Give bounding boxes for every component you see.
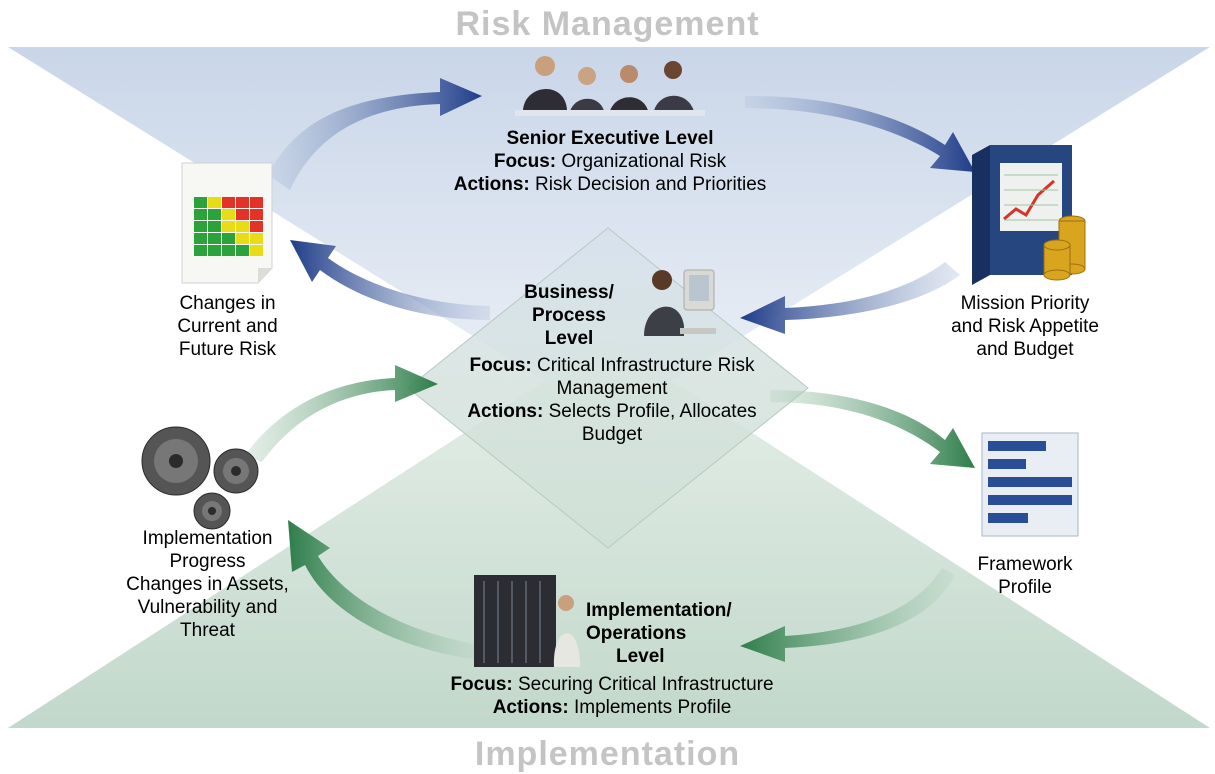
risk-management-title: Risk Management (455, 5, 760, 43)
arrow-business-to-framework (770, 390, 975, 468)
framework-line2: Profile (998, 577, 1052, 598)
business-focus-line2: Management (556, 378, 668, 399)
senior-heading: Senior Executive Level (506, 128, 714, 149)
impl-actions-text: Implements Profile (573, 697, 732, 718)
framework-profile-icon (981, 432, 1079, 537)
business-heading: Business/ Process Level (504, 281, 634, 350)
business-heading-line3: Level (544, 328, 594, 349)
arrow-mission-to-business (740, 262, 960, 334)
executives-group-icon (515, 56, 705, 116)
changes-risk-line2: Current and (177, 316, 278, 337)
senior-actions-text: Risk Decision and Priorities (535, 174, 767, 195)
impl-progress-line4: Vulnerability and (137, 597, 278, 618)
mission-line2: and Risk Appetite (951, 316, 1099, 337)
impl-focus-label: Focus: (450, 674, 513, 695)
framework-label: Framework Profile (955, 553, 1095, 599)
impl-actions-label: Actions: (492, 697, 569, 718)
impl-progress-line1: Implementation (142, 528, 273, 549)
impl-heading-line3: Level (616, 646, 665, 667)
arrow-progress-to-business (245, 365, 438, 462)
implementation-title: Implementation (474, 735, 741, 773)
senior-actions-label: Actions: (453, 174, 530, 195)
business-heading-line1: Business/ (524, 282, 614, 303)
business-focus-label: Focus: (469, 355, 532, 376)
impl-progress-line3: Changes in Assets, (126, 574, 289, 595)
mission-line3: and Budget (976, 339, 1074, 360)
mission-line1: Mission Priority (960, 293, 1090, 314)
business-actions-line1: Selects Profile, Allocates (548, 401, 757, 422)
senior-focus-label: Focus: (493, 151, 557, 172)
impl-heading-line1: Implementation/ (586, 600, 732, 621)
arrow-implementation-to-progress (288, 520, 480, 660)
mission-label: Mission Priority and Risk Appetite and B… (930, 292, 1120, 361)
business-heading-line2: Process (532, 305, 606, 326)
arrow-business-to-risk (290, 240, 490, 320)
implementation-details: Focus: Securing Critical Infrastructure … (362, 673, 862, 719)
business-details: Focus: Critical Infrastructure Risk Mana… (412, 354, 812, 446)
senior-executive-block: Senior Executive Level Focus: Organizati… (380, 127, 840, 196)
implementation-heading: Implementation/ Operations Level (586, 599, 756, 668)
risk-heatmap-document-icon (181, 162, 273, 284)
diamond-outline (407, 227, 809, 549)
business-focus-line1: Critical Infrastructure Risk (537, 355, 755, 376)
arrow-risk-to-senior (268, 78, 482, 190)
changes-risk-line1: Changes in (179, 293, 276, 314)
framework-line1: Framework (977, 554, 1073, 575)
gears-icon (141, 426, 259, 530)
arrow-framework-to-implementation (740, 568, 955, 662)
senior-focus-text: Organizational Risk (561, 151, 727, 172)
impl-progress-label: Implementation Progress Changes in Asset… (105, 527, 310, 642)
business-actions-line2: Budget (581, 424, 643, 445)
changes-risk-label: Changes in Current and Future Risk (150, 292, 305, 361)
computer-worker-icon (644, 269, 716, 336)
changes-risk-line3: Future Risk (178, 339, 277, 360)
impl-heading-line2: Operations (586, 623, 687, 644)
impl-progress-line5: Threat (180, 620, 235, 641)
server-room-technician-icon (474, 575, 580, 667)
arrow-senior-to-mission (745, 95, 975, 172)
impl-focus-text: Securing Critical Infrastructure (518, 674, 774, 695)
budget-binder-icon (972, 145, 1086, 285)
business-actions-label: Actions: (467, 401, 544, 422)
impl-progress-line2: Progress (169, 551, 246, 572)
